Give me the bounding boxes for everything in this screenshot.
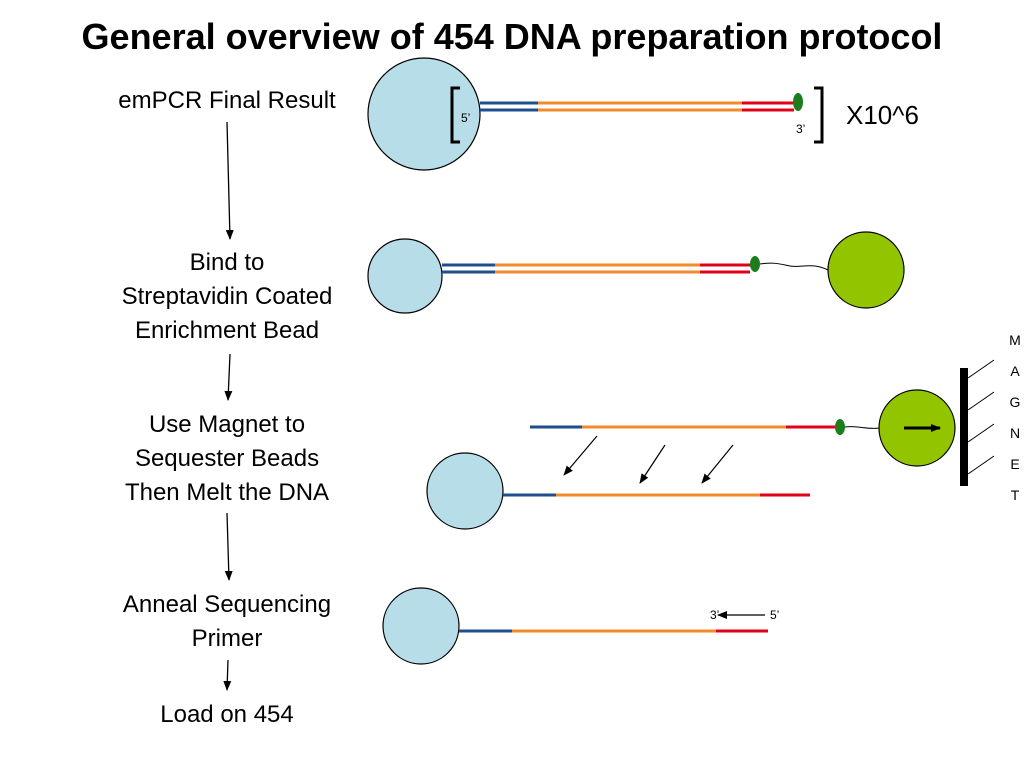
step-load-on-454: Load on 454	[160, 701, 294, 728]
biotin-tag	[835, 419, 845, 435]
biotin-tag	[793, 93, 803, 111]
biotin-tag	[750, 256, 760, 272]
magnet-letter: E	[1010, 456, 1019, 472]
strand-separation-arrow	[563, 435, 598, 476]
magnet-letter: M	[1009, 332, 1021, 348]
primer-five-prime-label: 5’	[770, 608, 779, 622]
page-title: General overview of 454 DNA preparation …	[81, 16, 943, 57]
dna-capture-bead	[367, 238, 443, 314]
magnet-field-line	[967, 391, 995, 411]
flow-arrow-2	[224, 353, 233, 401]
magnet-bar	[960, 368, 968, 486]
enrichment-bead	[827, 231, 905, 309]
streptavidin-linker	[759, 262, 829, 271]
strand-separation-arrow	[701, 444, 734, 484]
five-prime-label: 5’	[461, 111, 470, 125]
magnet-field-line	[967, 423, 995, 443]
flow-arrow-4	[223, 659, 232, 691]
magnet-letter: N	[1010, 425, 1020, 441]
primer-three-prime-label: 3’	[710, 608, 719, 622]
dna-capture-bead	[382, 587, 460, 665]
right-bracket	[814, 86, 824, 144]
streptavidin-linker	[844, 426, 881, 429]
flow-arrow-3	[224, 512, 233, 581]
magnet-field-line	[967, 359, 995, 379]
step-anneal-sequencing-primer: Anneal Sequencing Primer	[122, 591, 332, 652]
step-empcr-final-result: emPCR Final Result	[118, 87, 336, 114]
magnet-letter: G	[1010, 394, 1021, 410]
step-use-magnet-melt-dna: Use Magnet to Sequester Beads Then Melt …	[124, 411, 330, 506]
left-bracket	[450, 86, 460, 144]
magnet-letter: T	[1011, 487, 1020, 503]
magnet-label: M A G N E T	[1009, 332, 1021, 503]
three-prime-label: 3’	[796, 122, 805, 136]
multiplier-label: X10^6	[846, 100, 919, 130]
strand-separation-arrow	[639, 444, 666, 484]
flow-arrow-1	[225, 121, 234, 240]
dna-capture-bead	[426, 452, 504, 530]
magnet-letter: A	[1010, 363, 1020, 379]
magnet-field-line	[967, 455, 995, 475]
step-bind-to-enrichment-bead: Bind to Streptavidin Coated Enrichment B…	[121, 249, 333, 344]
